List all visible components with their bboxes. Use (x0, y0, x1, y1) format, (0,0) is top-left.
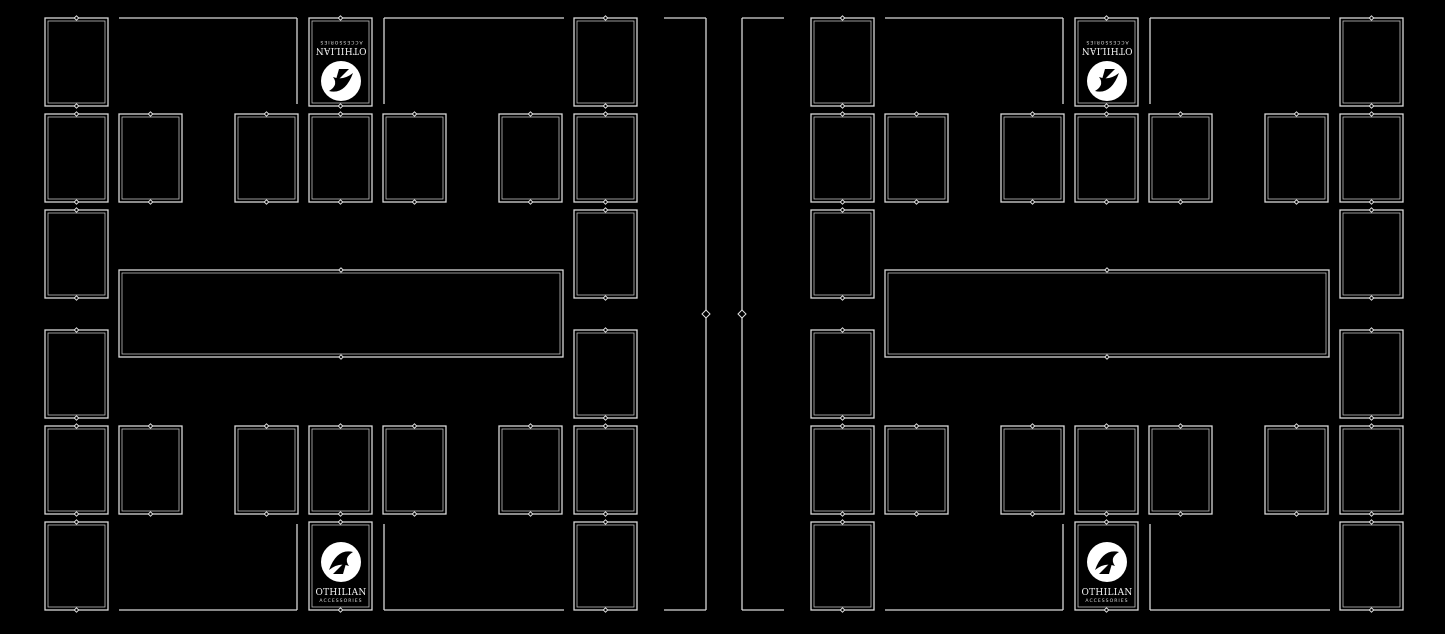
left-upper-field-zone-4 (382, 111, 447, 205)
right-right-zone-3 (1339, 207, 1404, 301)
left-upper-field-zone-3 (308, 111, 373, 205)
right-right-zone-5 (1339, 423, 1404, 517)
brand-subtitle: ACCESSORIES (319, 39, 362, 45)
left-right-zone-1 (573, 15, 638, 109)
left-lower-field-zone-3 (308, 423, 373, 517)
left-top-deck-zone (308, 15, 373, 109)
right-right-zone-6 (1339, 519, 1404, 613)
left-left-zone-5 (44, 423, 109, 517)
right-upper-field-zone-2 (1000, 111, 1065, 205)
right-top-deck-zone (1074, 15, 1139, 109)
left-left-zone-4 (44, 327, 109, 421)
brand-name: OTHILIAN (1081, 588, 1132, 598)
brand-subtitle: ACCESSORIES (319, 598, 362, 604)
left-left-zone-6 (44, 519, 109, 613)
left-bottom-deck-zone (308, 519, 373, 613)
left-lower-field-zone-5 (498, 423, 563, 517)
right-lower-field-zone-3 (1074, 423, 1139, 517)
right-upper-field-zone-4 (1148, 111, 1213, 205)
right-left-zone-5 (810, 423, 875, 517)
right-left-zone-4 (810, 327, 875, 421)
left-left-zone-3 (44, 207, 109, 301)
brand-name: OTHILIAN (315, 588, 366, 598)
divider-ornaments (701, 309, 747, 319)
right-right-zone-2 (1339, 111, 1404, 205)
left-left-zone-2 (44, 111, 109, 205)
right-upper-field-zone-5 (1264, 111, 1329, 205)
right-right-zone-4 (1339, 327, 1404, 421)
right-lower-field-zone-5 (1264, 423, 1329, 517)
left-right-zone-5 (573, 423, 638, 517)
left-center-zone (118, 267, 564, 360)
brand-name: OTHILIAN (1081, 45, 1132, 55)
left-lower-field-zone-1 (118, 423, 183, 517)
right-center-zone (884, 267, 1330, 360)
left-upper-field-zone-2 (234, 111, 299, 205)
left-lower-field-zone-4 (382, 423, 447, 517)
right-left-zone-3 (810, 207, 875, 301)
right-left-zone-1 (810, 15, 875, 109)
brand-name: OTHILIAN (315, 45, 366, 55)
left-upper-field-zone-5 (498, 111, 563, 205)
right-left-zone-6 (810, 519, 875, 613)
brand-subtitle: ACCESSORIES (1085, 39, 1128, 45)
left-left-zone-1 (44, 15, 109, 109)
right-lower-field-zone-1 (884, 423, 949, 517)
left-lower-field-zone-2 (234, 423, 299, 517)
right-upper-field-zone-3 (1074, 111, 1139, 205)
left-right-zone-4 (573, 327, 638, 421)
right-bottom-deck-zone (1074, 519, 1139, 613)
left-right-zone-2 (573, 111, 638, 205)
left-right-zone-6 (573, 519, 638, 613)
right-right-zone-1 (1339, 15, 1404, 109)
brand-subtitle: ACCESSORIES (1085, 598, 1128, 604)
right-lower-field-zone-4 (1148, 423, 1213, 517)
left-right-zone-3 (573, 207, 638, 301)
right-left-zone-2 (810, 111, 875, 205)
right-lower-field-zone-2 (1000, 423, 1065, 517)
right-upper-field-zone-1 (884, 111, 949, 205)
left-upper-field-zone-1 (118, 111, 183, 205)
